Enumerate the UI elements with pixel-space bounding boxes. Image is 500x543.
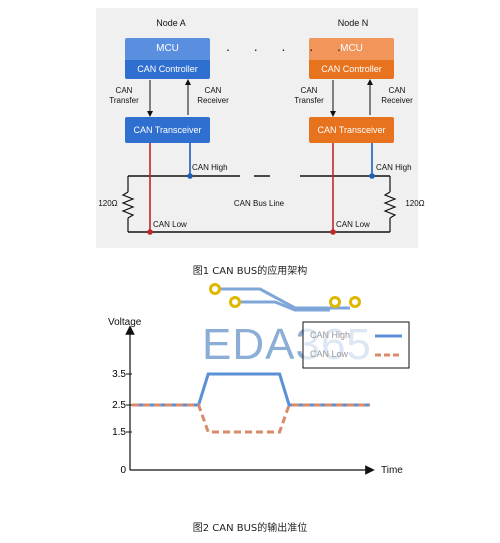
y-tick-2-5: 2.5 <box>112 400 126 411</box>
legend-can-low-label: CAN Low <box>310 349 349 359</box>
y-axis-label: Voltage <box>108 317 142 328</box>
figure2-caption: 图2 CAN BUS的输出准位 <box>192 523 308 534</box>
node-ellipsis: . . . . . <box>226 38 352 54</box>
node-a-receiver-label: CAN Receiver <box>197 86 229 105</box>
legend-box <box>302 321 410 369</box>
right-resistor-label: 120Ω <box>405 199 425 208</box>
legend-can-high-label: CAN High <box>310 330 351 340</box>
figure1-caption: 图1 CAN BUS的应用架构 <box>192 266 308 277</box>
can-bus-line-label: CAN Bus Line <box>233 199 285 208</box>
right-resistor-symbol <box>383 191 397 219</box>
can-high-waveform <box>132 372 370 407</box>
y-tick-3-5: 3.5 <box>112 369 126 380</box>
node-n-mcu: MCU <box>309 38 394 60</box>
left-resistor-label: 120Ω <box>98 199 118 208</box>
x-axis-label: Time <box>381 465 403 476</box>
node-a-transceiver: CAN Transceiver <box>125 117 210 143</box>
node-n-receiver-label: CAN Receiver <box>381 86 413 105</box>
node-n-transceiver: CAN Transceiver <box>309 117 394 143</box>
node-a-mcu: MCU <box>125 38 210 60</box>
node-a-can-low-label: CAN Low <box>153 220 187 229</box>
watermark-logo-graphic <box>209 283 361 312</box>
left-resistor-symbol <box>121 191 135 219</box>
node-n-controller: CAN Controller <box>309 60 394 79</box>
can-bus-diagram <box>121 79 397 235</box>
node-n-transfer-label: CAN Transfer <box>294 86 324 105</box>
node-n-can-low-label: CAN Low <box>336 220 370 229</box>
y-tick-1-5: 1.5 <box>112 427 126 438</box>
can-low-waveform <box>132 403 370 434</box>
node-a-can-high-label: CAN High <box>192 163 228 172</box>
node-a-title: Node A <box>156 18 186 28</box>
y-tick-0: 0 <box>120 465 126 476</box>
node-n-title: Node N <box>337 18 369 28</box>
voltage-chart <box>125 321 410 475</box>
node-a-controller: CAN Controller <box>125 60 210 79</box>
node-a-transfer-label: CAN Transfer <box>109 86 139 105</box>
node-n-can-high-label: CAN High <box>376 163 412 172</box>
